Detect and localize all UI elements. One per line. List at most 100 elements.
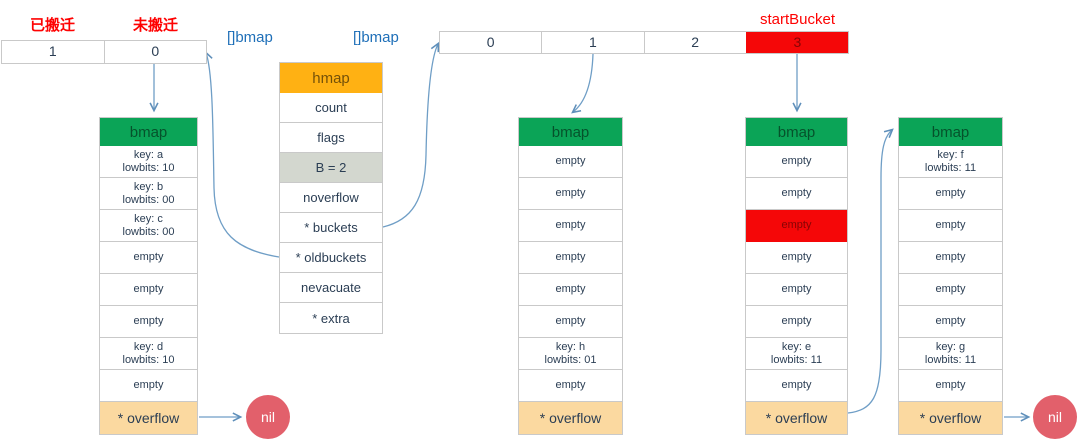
new-bucket-cell-3-startbucket: 3 [745, 32, 848, 53]
migration-status-labels: 已搬迁 未搬迁 [1, 14, 207, 35]
bucket-slot: key: d lowbits: 10 [100, 338, 197, 370]
hmap-struct: hmap count flags B = 2 noverflow * bucke… [279, 62, 383, 334]
slot-lowbits: lowbits: 11 [924, 353, 977, 366]
hmap-field-count: count [280, 93, 382, 123]
bucket-slot: empty [899, 306, 1002, 338]
start-bucket-label: startBucket [759, 11, 836, 28]
not-migrated-label: 未搬迁 [132, 17, 178, 34]
migrated-label: 已搬迁 [29, 17, 75, 34]
old-bucket-cell-0: 1 [48, 43, 57, 59]
bmap2-overflow-pointer: * overflow [519, 402, 622, 434]
slot-key: key: f [937, 148, 964, 161]
slot-key: key: a [133, 148, 164, 161]
slot-empty: empty [133, 251, 164, 263]
slot-lowbits: lowbits: 10 [122, 161, 175, 174]
slot-empty: empty [935, 187, 966, 199]
hmap-field-b: B = 2 [280, 153, 382, 183]
bmap1-overflow-pointer: * overflow [100, 402, 197, 434]
bucket-slot: empty [899, 210, 1002, 242]
slot-empty: empty [555, 187, 586, 199]
slot-key: key: d [133, 340, 164, 353]
new-bucket-cell-1: 1 [541, 32, 643, 53]
bucket-slot: key: a lowbits: 10 [100, 146, 197, 178]
slot-key: key: b [133, 180, 164, 193]
bmap4-title: bmap [899, 118, 1002, 146]
slot-empty: empty [935, 315, 966, 327]
bucket-slot: empty [519, 306, 622, 338]
slot-key: key: h [555, 340, 586, 353]
bucket-slot: key: c lowbits: 00 [100, 210, 197, 242]
bmap-struct-1: bmap key: a lowbits: 10 key: b lowbits: … [99, 117, 198, 435]
bucket-slot: key: b lowbits: 00 [100, 178, 197, 210]
bucket-slot: empty [100, 370, 197, 402]
bucket-slot: empty [519, 146, 622, 178]
bucket-slot: empty [746, 274, 847, 306]
bucket-slot: key: f lowbits: 11 [899, 146, 1002, 178]
bucket-slot: empty [100, 274, 197, 306]
slot-empty: empty [935, 283, 966, 295]
slot-lowbits: lowbits: 00 [122, 225, 175, 238]
slot-lowbits: lowbits: 11 [924, 161, 977, 174]
bmap4-overflow-pointer: * overflow [899, 402, 1002, 434]
slot-lowbits: lowbits: 01 [544, 353, 597, 366]
slot-empty: empty [555, 219, 586, 231]
arrow-cell1-to-bmap2 [571, 53, 594, 114]
slot-empty: empty [781, 155, 812, 167]
arrow-buckets-to-newarray [382, 41, 440, 228]
bmap3-title: bmap [746, 118, 847, 146]
bucket-slot: empty [519, 242, 622, 274]
nil-circle-right: nil [1033, 395, 1077, 439]
bucket-slot: empty [746, 370, 847, 402]
slot-empty: empty [555, 251, 586, 263]
slot-empty: empty [935, 379, 966, 391]
bmap2-title: bmap [519, 118, 622, 146]
bucket-slot: empty [519, 274, 622, 306]
slot-empty: empty [781, 187, 812, 199]
arrow-bmap3-overflow-to-bmap4 [847, 128, 894, 414]
hmap-field-extra: * extra [312, 310, 350, 326]
slot-lowbits: lowbits: 11 [770, 353, 823, 366]
old-buckets-array: 1 0 [1, 40, 207, 64]
slot-key: key: e [781, 340, 812, 353]
slot-empty: empty [781, 283, 812, 295]
hmap-field-buckets: * buckets [280, 213, 382, 243]
slot-empty: empty [133, 315, 164, 327]
bucket-slot-highlighted: empty [746, 210, 847, 242]
bmap3-overflow-pointer: * overflow [746, 402, 847, 434]
slot-empty: empty [555, 155, 586, 167]
slot-empty: empty [935, 251, 966, 263]
bucket-slot: empty [100, 242, 197, 274]
bucket-slot: empty [746, 242, 847, 274]
nil-circle-left: nil [246, 395, 290, 439]
bucket-slot: empty [746, 178, 847, 210]
hmap-field-flags: flags [280, 123, 382, 153]
bmap-slice-label-left: []bmap [227, 29, 273, 46]
bmap-slice-label-right: []bmap [353, 29, 399, 46]
bucket-slot: empty [746, 306, 847, 338]
slot-lowbits: lowbits: 00 [122, 193, 175, 206]
new-buckets-array: 0 1 2 3 [439, 31, 849, 54]
hmap-title: hmap [280, 63, 382, 93]
hmap-field-noverflow: noverflow [280, 183, 382, 213]
slot-empty: empty [781, 219, 812, 231]
bucket-slot: empty [519, 178, 622, 210]
old-bucket-cell-1: 0 [103, 41, 207, 63]
slot-empty: empty [781, 379, 812, 391]
hmap-field-nevacuate: nevacuate [280, 273, 382, 303]
new-bucket-cell-2: 2 [643, 32, 746, 53]
bucket-slot: key: e lowbits: 11 [746, 338, 847, 370]
bucket-slot: empty [519, 210, 622, 242]
hmap-field-oldbuckets: * oldbuckets [280, 243, 382, 273]
slot-empty: empty [133, 283, 164, 295]
slot-empty: empty [555, 379, 586, 391]
slot-key: key: c [134, 212, 163, 225]
bmap-struct-2: bmap empty empty empty empty empty empty… [518, 117, 623, 435]
bucket-slot: empty [746, 146, 847, 178]
bucket-slot: empty [899, 242, 1002, 274]
bmap-struct-3: bmap empty empty empty empty empty empty… [745, 117, 848, 435]
slot-empty: empty [555, 283, 586, 295]
slot-empty: empty [133, 379, 164, 391]
arrow-oldbuckets-to-oldarray [204, 50, 280, 258]
bucket-slot: empty [899, 370, 1002, 402]
